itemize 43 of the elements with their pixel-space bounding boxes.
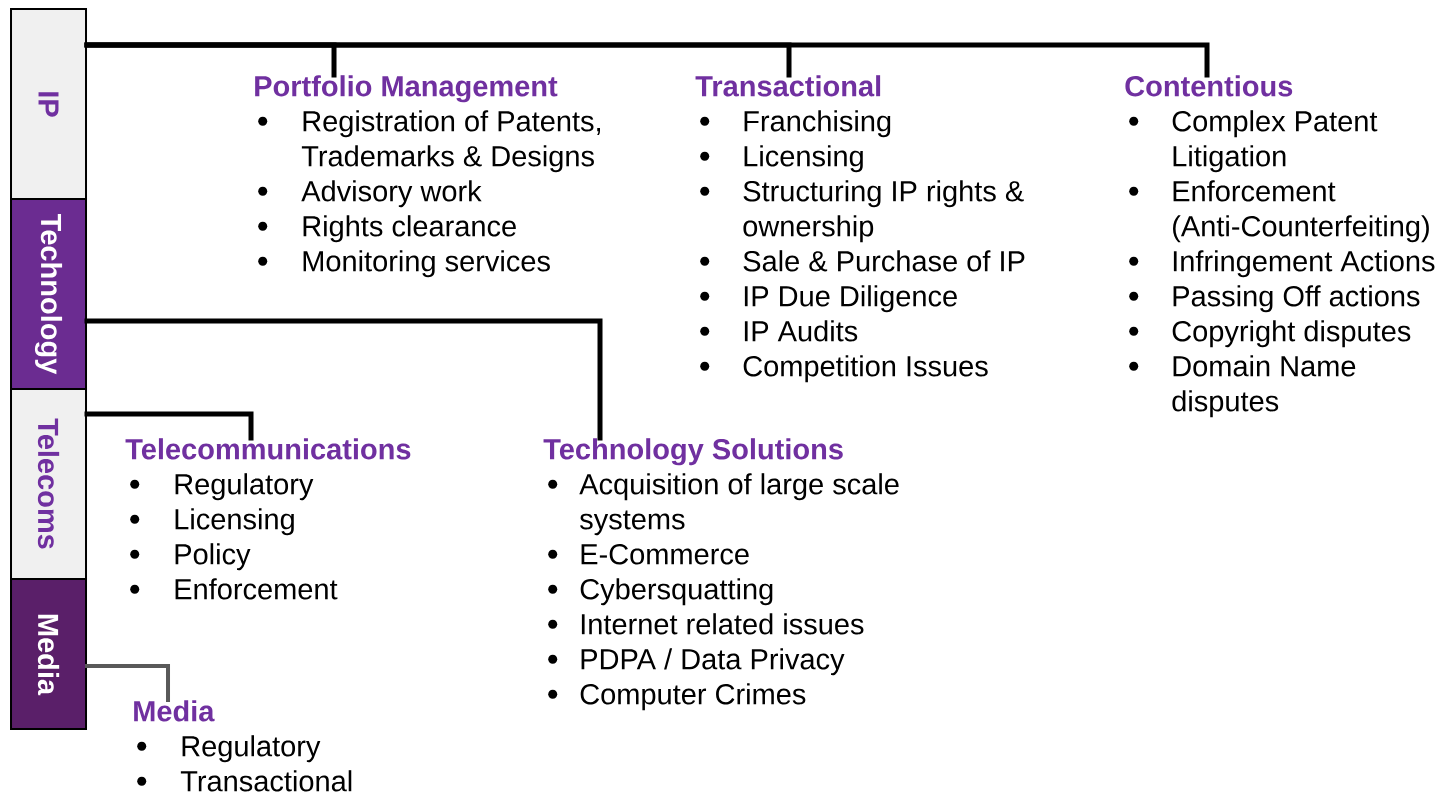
bullet-item: Computer Crimes — [580, 683, 806, 711]
bullet-item: Competition Issues — [743, 355, 988, 383]
bullet-item: Structuring IP rights & ownership — [743, 180, 1024, 243]
bullet-item: Registration of Patents, Trademarks & Designs — [301, 110, 600, 173]
bullet-item: Regulatory — [182, 735, 321, 763]
bullet-item: Complex Patent Litigation — [1172, 110, 1378, 173]
bullet-item: Regulatory — [175, 473, 314, 501]
bullet-item: IP Audits — [744, 320, 858, 342]
category-tab: Media — [10, 578, 87, 730]
connector-line — [84, 42, 1210, 78]
connector-line — [84, 318, 603, 441]
bullet-item: Franchising — [744, 110, 891, 138]
category-tab: Technology — [10, 198, 87, 390]
bullet-item: Acquisition of large scale systems — [579, 473, 899, 536]
section-heading: Portfolio Management — [255, 75, 558, 103]
bullet-item: Policy — [175, 543, 251, 571]
bullet-item: Rights clearance — [303, 215, 516, 243]
bullet-item: Internet related issues — [581, 613, 864, 635]
bullet-item: Cybersquatting — [580, 578, 773, 606]
section-heading: Technology Solutions — [543, 438, 843, 466]
bullet-item: Licensing — [175, 508, 294, 536]
bullet-item: PDPA / Data Privacy — [581, 648, 845, 676]
section-heading: Transactional — [695, 75, 881, 97]
bullet-item: Licensing — [744, 145, 863, 173]
bullet-item: IP Due Diligence — [744, 285, 957, 313]
bullet-item: Infringement Actions — [1173, 250, 1435, 278]
bullet-item: Enforcement (Anti-Counterfeiting) — [1173, 180, 1429, 243]
bullet-item: Monitoring services — [303, 250, 550, 278]
connector-line — [84, 411, 254, 441]
bullet-item: Enforcement — [175, 578, 338, 600]
bullet-item: Passing Off actions — [1173, 285, 1420, 313]
category-tab: IP — [10, 8, 87, 200]
category-tab: Telecoms — [10, 388, 87, 580]
connector-line — [85, 664, 170, 702]
bullet-item: Transactional — [180, 770, 352, 792]
section-heading: Media — [134, 700, 215, 722]
section-heading: Contentious — [1125, 75, 1293, 97]
bullet-item: Advisory work — [301, 180, 482, 208]
bullet-item: Domain Name disputes — [1172, 355, 1356, 418]
bullet-item: Copyright disputes — [1172, 320, 1411, 348]
bullet-item: E-Commerce — [581, 543, 749, 565]
section-heading: Telecommunications — [125, 438, 411, 460]
bullet-item: Sale & Purchase of IP — [743, 250, 1025, 272]
